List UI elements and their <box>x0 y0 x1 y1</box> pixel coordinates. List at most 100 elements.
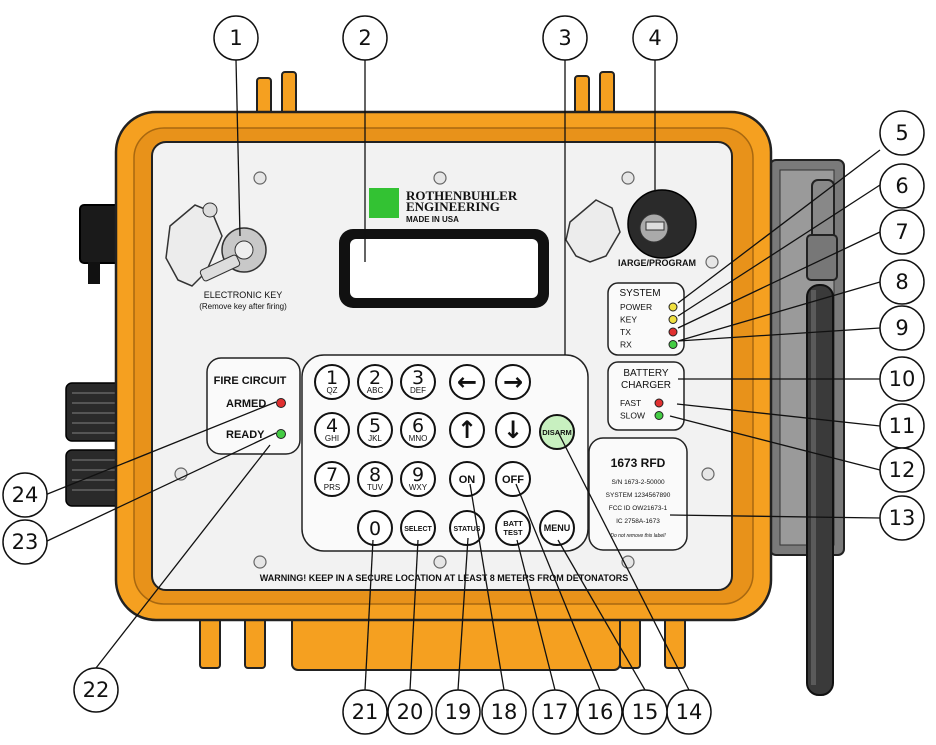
key-letters: WXY <box>409 483 428 492</box>
batt-test-label: BATT <box>503 519 523 528</box>
callout-number: 17 <box>542 700 569 724</box>
electronic-key-socket[interactable] <box>165 202 267 287</box>
info-sn: S/N 1673-2-50000 <box>611 479 665 486</box>
callout-number: 21 <box>352 700 379 724</box>
callout-9: 9 <box>879 305 925 351</box>
disarm-button[interactable]: DISARM <box>539 414 575 450</box>
system-indicator-led <box>668 327 678 337</box>
faceplate-screws <box>174 171 719 569</box>
system-indicator-led <box>668 340 678 349</box>
off-label: OFF <box>502 474 524 486</box>
right-arrow-icon: → <box>503 368 523 396</box>
callout-8: 8 <box>879 259 925 305</box>
callout-number: 24 <box>12 483 39 507</box>
select-label: SELECT <box>404 526 432 533</box>
antenna-assembly <box>769 159 845 696</box>
charge-program-label: IARGE/PROGRAM <box>618 258 696 268</box>
callout-4: 4 <box>632 15 678 61</box>
key-digit: 1 <box>326 367 338 389</box>
key-letters: ABC <box>367 386 384 395</box>
menu-label: MENU <box>544 523 571 533</box>
key-digit: 0 <box>369 518 381 540</box>
key-letters: QZ <box>326 386 337 395</box>
callout-2: 2 <box>342 15 388 61</box>
key-digit: 8 <box>369 464 381 486</box>
callout-number: 22 <box>83 678 110 702</box>
key-letters: GHI <box>325 434 339 443</box>
callout-3: 3 <box>542 15 588 61</box>
callout-number: 20 <box>397 700 424 724</box>
system-indicator-label: POWER <box>620 302 652 312</box>
brand-name-line1: ROTHENBUHLER <box>406 188 518 203</box>
down-arrow-button[interactable]: ↓ <box>495 412 531 448</box>
callout-number: 6 <box>895 174 908 198</box>
select-button[interactable]: SELECT <box>400 510 436 546</box>
callout-number: 2 <box>358 26 371 50</box>
up-arrow-button[interactable]: ↑ <box>449 412 485 448</box>
key-digit: 6 <box>412 415 424 437</box>
on-button[interactable]: ON <box>449 461 485 497</box>
key-0-button[interactable]: 0 <box>357 510 393 546</box>
charge-program-socket[interactable] <box>565 189 697 263</box>
callout-number: 13 <box>889 506 916 530</box>
callout-20: 20 <box>387 689 433 735</box>
menu-button[interactable]: MENU <box>539 510 575 546</box>
callout-10: 10 <box>879 356 925 402</box>
lcd-screen <box>350 239 538 298</box>
key-1-button[interactable]: 1QZ <box>314 364 350 400</box>
callout-number: 9 <box>895 316 908 340</box>
warning-text: WARNING! KEEP IN A SECURE LOCATION AT LE… <box>260 573 629 583</box>
keypad: 1QZ2ABC3DEF4GHI5JKL6MNO7PRS8TUV9WXY0←→↑↓… <box>314 364 575 546</box>
callout-number: 19 <box>445 700 472 724</box>
left-arrow-button[interactable]: ← <box>449 364 485 400</box>
callout-number: 16 <box>587 700 614 724</box>
info-fcc: FCC ID OW21673-1 <box>609 505 668 512</box>
leader-lines <box>44 59 881 691</box>
callout-14: 14 <box>666 689 712 735</box>
system-indicator-label: KEY <box>620 315 637 325</box>
callout-7: 7 <box>879 209 925 255</box>
system-indicator-led <box>668 315 678 324</box>
battery-indicator-label: SLOW <box>620 411 645 421</box>
key-digit: 2 <box>369 367 381 389</box>
batt-test-label: TEST <box>503 528 523 537</box>
brand-made-in: MADE IN USA <box>406 215 459 224</box>
battery-indicator-led <box>654 411 664 420</box>
off-button[interactable]: OFF <box>495 461 531 497</box>
callout-1: 1 <box>213 15 259 61</box>
key-letters: MNO <box>409 434 428 443</box>
callout-number: 1 <box>229 26 242 50</box>
callout-6: 6 <box>879 163 925 209</box>
key-letters: PRS <box>324 483 340 492</box>
left-arrow-icon: ← <box>457 368 477 396</box>
callout-18: 18 <box>481 689 527 735</box>
system-indicator-label: TX <box>620 327 631 337</box>
brand-name-line2: ENGINEERING <box>406 199 500 214</box>
right-arrow-button[interactable]: → <box>495 364 531 400</box>
info-title: 1673 RFD <box>611 456 666 470</box>
system-panel <box>607 282 685 356</box>
callout-number: 14 <box>676 700 703 724</box>
key-letters: DEF <box>410 386 426 395</box>
callout-number: 5 <box>895 121 908 145</box>
callout-13: 13 <box>879 495 925 541</box>
callout-number: 8 <box>895 270 908 294</box>
down-arrow-icon: ↓ <box>503 416 523 444</box>
callout-21: 21 <box>342 689 388 735</box>
battery-indicator-led <box>654 398 664 408</box>
callout-15: 15 <box>622 689 668 735</box>
callout-5: 5 <box>879 110 925 156</box>
key-digit: 3 <box>412 367 424 389</box>
electronic-key-note: (Remove key after firing) <box>199 302 287 311</box>
